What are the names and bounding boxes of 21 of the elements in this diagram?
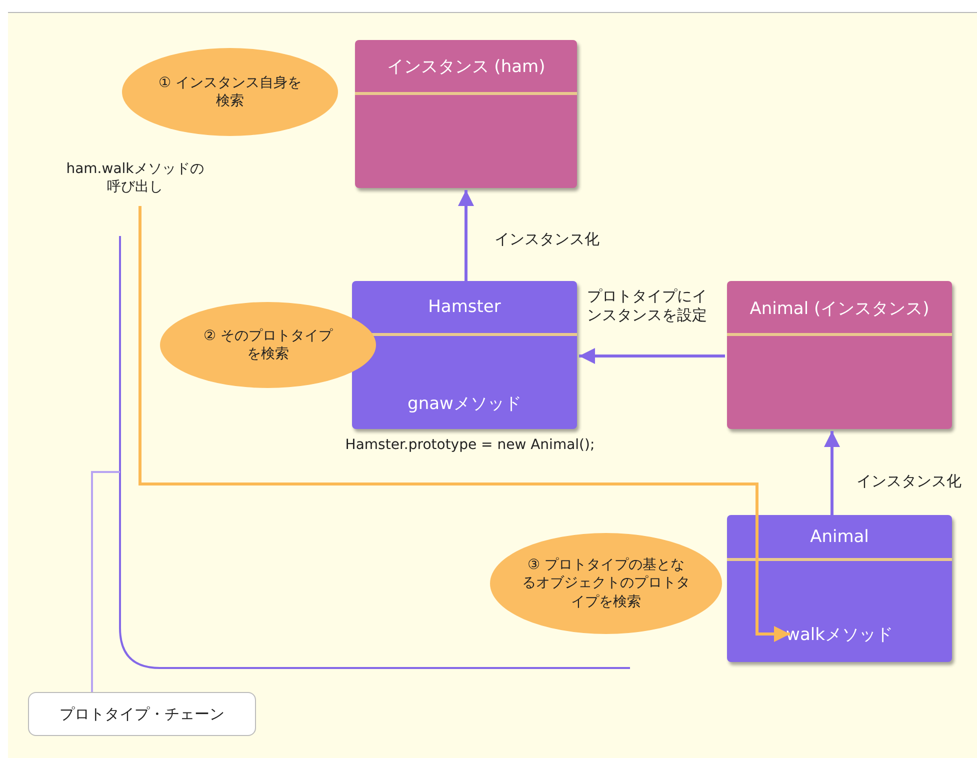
step-text: ② そのプロトタイプを検索 [202, 326, 334, 364]
class-box [352, 281, 577, 429]
class-name: Animal [809, 527, 870, 547]
class-name: Animal (インスタンス) [748, 298, 930, 320]
class-box [727, 515, 952, 662]
leader-line [91, 471, 120, 692]
code-caption: Hamster.prototype = new Animal(); [344, 436, 596, 454]
class-box [727, 281, 952, 429]
arrow [579, 348, 725, 364]
step-text: ③ プロトタイプの基となるオブジェクトのプロトタイプを検索 [521, 556, 691, 611]
tag-label: プロトタイプ・チェーン [28, 692, 256, 736]
arrow [138, 206, 790, 642]
method-name: gnawメソッド [406, 393, 522, 415]
step-text: ① インスタンス自身を検索 [157, 74, 302, 110]
arrow [458, 190, 474, 281]
method-name: walkメソッド [785, 624, 894, 646]
class-name: Hamster [427, 297, 502, 317]
call-label: ham.walkメソッドの呼び出し [60, 160, 210, 204]
class-name: インスタンス (ham) [386, 56, 546, 78]
class-box [355, 40, 577, 188]
arrow [824, 431, 840, 515]
